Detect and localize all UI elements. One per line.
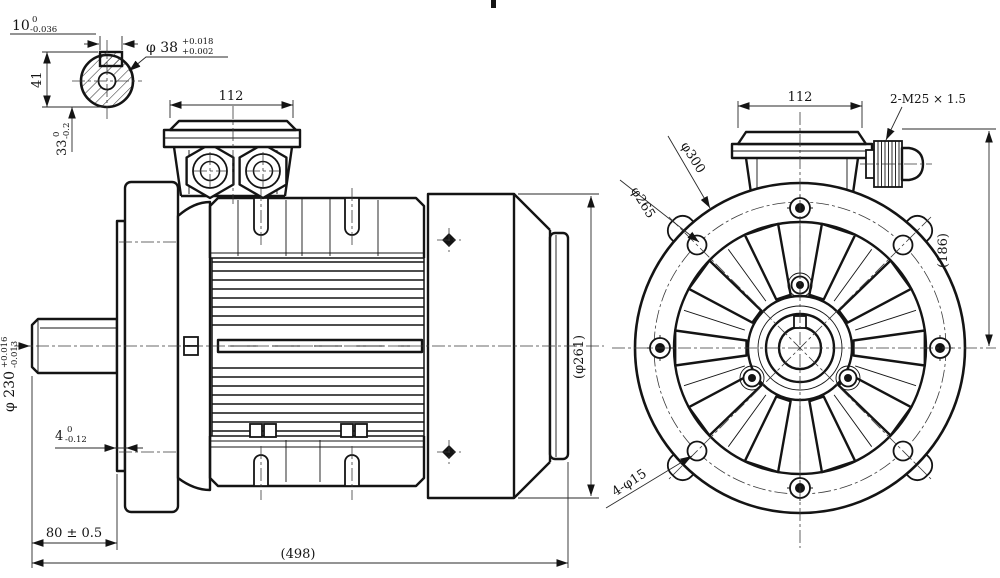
dim-text: 112 — [788, 90, 813, 105]
rod-end-upper — [183, 336, 199, 347]
shaft-section-detail: 10 0 -0.036 φ 38 +0.018 +0.002 41 33 0 -… — [10, 15, 228, 156]
dim-text: 10 — [12, 18, 30, 34]
dim-text: (φ261) — [572, 335, 587, 379]
side-aux-centerlines — [232, 106, 353, 500]
dim-text: 112 — [219, 89, 244, 104]
box-lid-top — [168, 119, 298, 132]
cover-bolt-centerlines — [437, 228, 461, 464]
dim-text: φ265 — [627, 185, 658, 222]
dim-tol-upper: 0 — [52, 132, 62, 137]
gland-ribbed-body — [873, 140, 903, 188]
dim-leader — [885, 106, 903, 141]
dim-tol-lower: -0.2 — [62, 123, 72, 139]
dim-tol-upper: 0 — [32, 15, 37, 25]
dim-leader — [667, 135, 711, 209]
dim-tol-upper: 0 — [67, 425, 72, 435]
dim-tol-lower: -0.013 — [10, 341, 20, 368]
dim-shaft-length: 80 ± 0.5 — [31, 376, 118, 568]
dim-ext-lines — [99, 36, 123, 50]
dim-tbox-width-side: 112 — [169, 89, 294, 118]
dim-text: 4 — [55, 429, 63, 444]
screw-head — [844, 374, 852, 382]
dim-leader — [619, 179, 700, 243]
box-lid-top — [736, 130, 868, 146]
dim-keyway-width: 10 0 -0.036 — [10, 15, 138, 50]
dim-tol-upper: +0.018 — [182, 37, 213, 47]
terminal-box-side — [162, 119, 302, 200]
crop-artifact-tick — [491, 0, 496, 8]
dim-fan-cover-dia: (φ261) — [518, 193, 599, 499]
dim-flange-od: φ300 — [667, 135, 711, 209]
top-boss-outline — [208, 196, 426, 258]
keyway-slot — [98, 50, 124, 68]
cooling-fins — [212, 261, 424, 432]
dim-tol-lower: +0.002 — [182, 47, 213, 57]
feet-outline — [208, 436, 426, 488]
box-lid-band — [162, 128, 302, 149]
feet-details — [210, 440, 424, 482]
dim-text: φ 38 — [146, 40, 178, 56]
foot-boss — [249, 423, 263, 438]
detail-centerlines — [72, 40, 142, 122]
front-view — [612, 112, 996, 548]
spokes — [674, 222, 926, 474]
screw-head — [935, 343, 945, 353]
dim-bolt-circle: φ265 — [619, 179, 700, 243]
dim-41: 41 — [30, 51, 104, 108]
dim-tol-upper: +0.016 — [0, 337, 10, 368]
dim-text: (186) — [936, 233, 951, 268]
dim-ext-lines — [518, 193, 599, 499]
dim-overall-length: (498) — [32, 462, 569, 568]
foot-boss — [263, 423, 277, 438]
dim-half-height: (186) — [902, 128, 996, 346]
rod-end-lower — [183, 345, 199, 356]
flange-disc — [123, 180, 180, 514]
dim-text: 80 ± 0.5 — [46, 526, 102, 541]
dim-gland-thread: 2-M25 × 1.5 — [885, 92, 966, 141]
dim-text: φ300 — [677, 140, 708, 177]
dim-text: (498) — [281, 547, 316, 562]
dim-text: φ 230 — [2, 371, 18, 412]
dim-text: 2-M25 × 1.5 — [890, 92, 966, 106]
front-centerlines — [612, 112, 996, 548]
dim-spigot-dia: φ 230 +0.016 -0.013 — [0, 337, 30, 412]
flange-hole-centerlines — [119, 241, 182, 453]
dim-text: 4-φ15 — [609, 466, 649, 499]
hub-screws — [739, 272, 861, 391]
dim-leader — [605, 455, 693, 509]
side-view — [14, 106, 604, 514]
washer — [739, 365, 765, 391]
gland-centerlines — [194, 152, 279, 190]
screw-head — [748, 374, 756, 382]
dim-text: 33 — [55, 139, 70, 156]
dim-tbox-width-front: 112 — [737, 90, 863, 128]
foot-boss — [354, 423, 368, 438]
top-boss-details — [210, 198, 424, 256]
dim-tol-lower: -0.036 — [30, 25, 57, 35]
dim-shaft-dia: φ 38 +0.018 +0.002 — [128, 37, 228, 72]
dim-tol-lower: -0.12 — [65, 435, 87, 445]
washer — [835, 365, 861, 391]
fin-section-frame — [210, 257, 425, 437]
dim-keyway-depth: 33 0 -0.2 — [52, 107, 76, 156]
dim-text: 41 — [30, 71, 45, 88]
dim-ext-lines — [31, 376, 118, 568]
dim-flange-holes: 4-φ15 — [605, 455, 693, 509]
dim-leader — [128, 56, 228, 72]
foot-boss — [340, 423, 354, 438]
dim-spigot-depth: 4 0 -0.12 — [55, 425, 143, 452]
